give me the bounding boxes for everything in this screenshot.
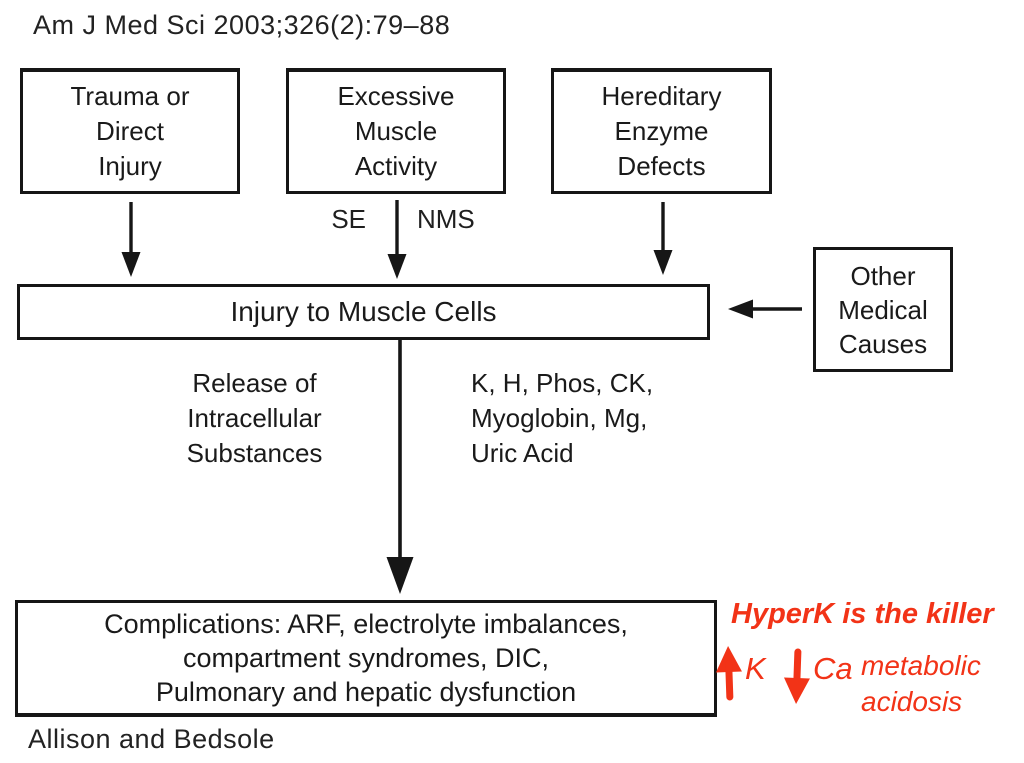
arrow-left-icon [728,299,802,319]
injury-box: Injury to Muscle Cells [17,284,710,340]
metabolic-acidosis-label: metabolic acidosis [861,650,981,717]
credit-line: Allison and Bedsole [28,724,275,754]
journal-citation: Am J Med Sci 2003;326(2):79–88 [33,10,451,40]
hyperk-headline: HyperK is the killer [731,598,994,630]
cause-box-excessive-muscle: Excessive Muscle Activity [286,68,506,194]
potassium-label: K [745,651,766,686]
arrow-down-icon [387,200,407,279]
other-medical-causes-box: Other Medical Causes [813,247,953,372]
substances-label: K, H, Phos, CK, Myoglobin, Mg, Uric Acid [471,368,654,468]
calcium-label: Ca [813,651,853,686]
red-up-arrow-icon [715,646,742,701]
se-label: SE [331,204,366,234]
cause-box-trauma: Trauma or Direct Injury [20,68,240,194]
release-label: Release of Intracellular Substances [186,368,323,468]
arrow-down-icon [121,202,141,277]
cause-box-hereditary-enzyme: Hereditary Enzyme Defects [551,68,772,194]
complications-box: Complications: ARF, electrolyte imbalanc… [15,600,717,717]
nms-label: NMS [417,204,475,234]
arrow-down-icon [386,339,414,594]
red-down-arrow-icon [783,648,810,704]
arrow-down-icon [653,202,673,275]
